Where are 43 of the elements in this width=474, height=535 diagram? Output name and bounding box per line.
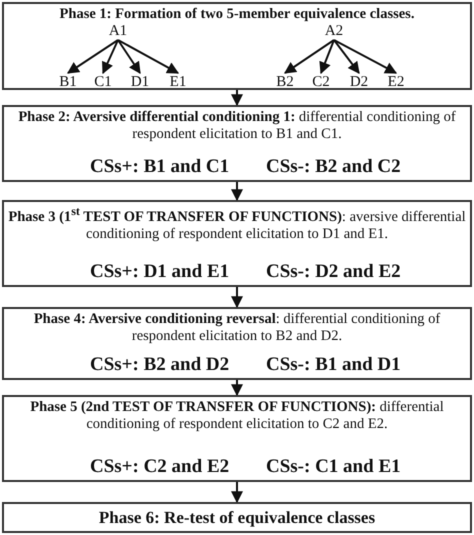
stimulus-set: CSs+: D1 and E1 [90, 261, 230, 284]
stimulus-label: D1 [130, 73, 150, 91]
arrow [118, 39, 180, 74]
arrow [319, 40, 335, 74]
phase-description: Phase 3 (1$^{st}$ TEST OF TRANSFER OF FUNCTIONS): aversive differential conditioning of respondent elicitation to D1 and E1. [8, 204, 466, 244]
stimulus-label: C1 [93, 73, 113, 91]
arrow [231, 287, 243, 308]
arrow [231, 90, 243, 106]
phase-box [2, 395, 472, 482]
stimulus-label: E1 [168, 73, 188, 91]
stimulus-label: E2 [386, 73, 406, 91]
stimulus-label: A1 [108, 22, 128, 40]
stimulus-set: CSs+: C2 and E2 [90, 456, 230, 479]
arrow [334, 39, 398, 74]
stimulus-set: CSs-: D2 and E2 [266, 261, 401, 284]
phase-box [2, 502, 472, 533]
arrow [102, 40, 119, 74]
stimulus-label: D2 [348, 73, 370, 91]
stimulus-set: CSs-: B2 and C2 [266, 156, 401, 179]
phase-box [2, 105, 472, 182]
phase-heading: Phase 6: Re-test of equivalence classes [98, 508, 376, 528]
phase-heading: Phase 1: Formation of two 5-member equivalence classes. [58, 6, 416, 24]
phase-description: Phase 4: Aversive conditioning reversal: differential conditioning of respondent elicitation to B2 and D2. [32, 311, 442, 346]
stimulus-label: B1 [58, 73, 78, 91]
arrow [231, 482, 243, 504]
phase-description: Phase 2: Aversive differential conditioning 1: differential conditioning of respondent elicitation to B1 and C1. [17, 109, 457, 144]
phase-box [2, 200, 472, 287]
stimulus-label: B2 [275, 73, 295, 91]
stimulus-label: C2 [311, 73, 331, 91]
stimulus-set: CSs+: B1 and C1 [90, 156, 230, 179]
stimulus-set: CSs-: C1 and E1 [266, 456, 401, 479]
stimulus-set: CSs+: B2 and D2 [90, 354, 230, 377]
phase-box [2, 2, 472, 90]
stimulus-set: CSs-: B1 and D1 [266, 354, 401, 377]
arrow [231, 182, 243, 202]
arrow [284, 39, 335, 74]
arrow [67, 39, 119, 74]
phase-description: Phase 5 (2nd TEST OF TRANSFER OF FUNCTIONS): differential conditioning of respondent elicitation to C2 and E2. [29, 399, 445, 434]
arrow [333, 39, 360, 74]
phase-box [2, 307, 472, 380]
arrow [231, 380, 243, 396]
stimulus-label: A2 [324, 22, 344, 40]
arrow [117, 39, 141, 74]
